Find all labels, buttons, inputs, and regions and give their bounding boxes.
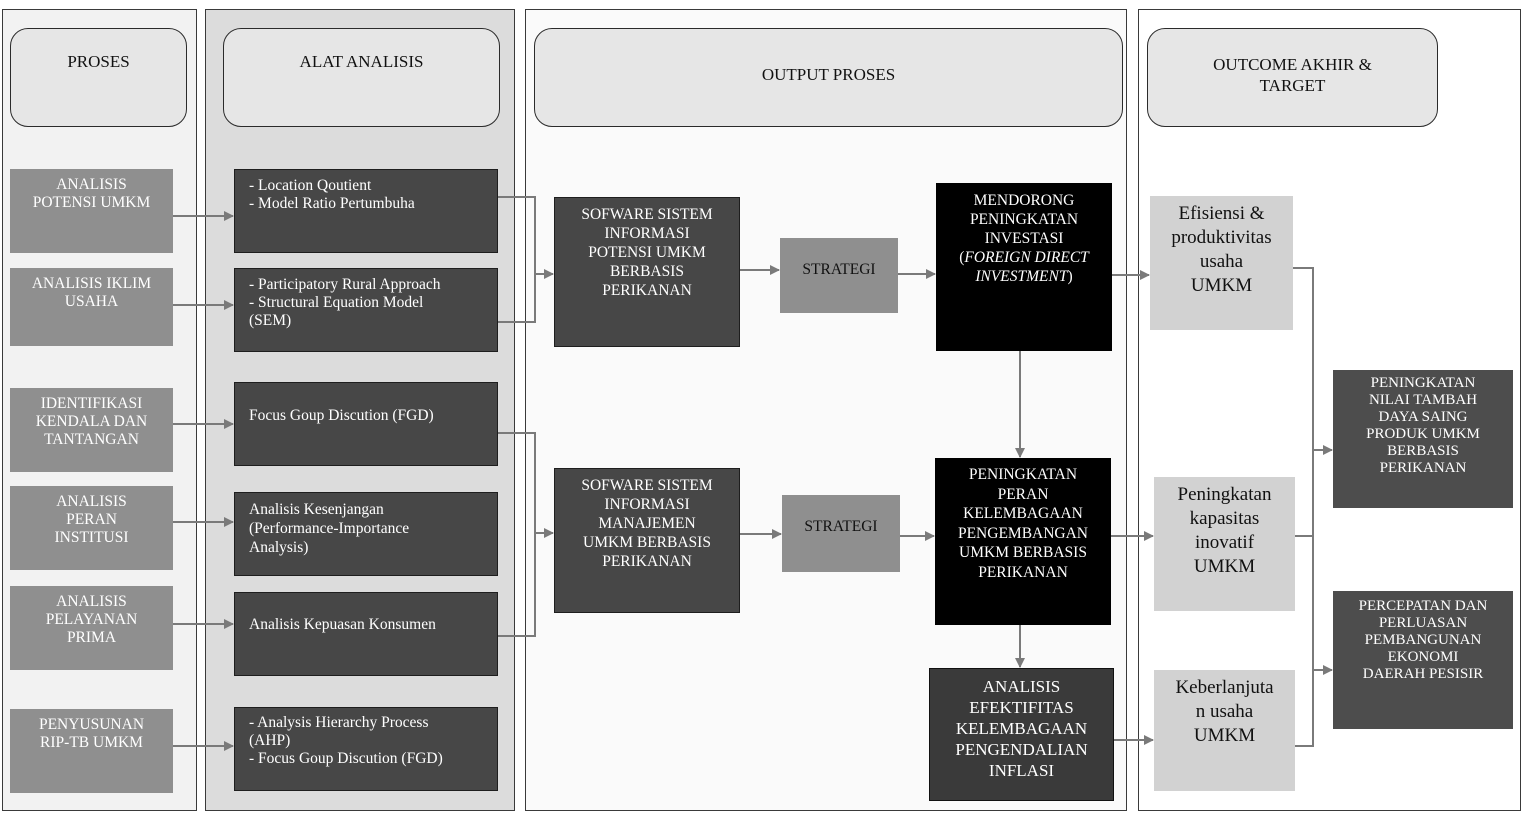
alat-box: Analisis Kepuasan Konsumen bbox=[234, 592, 498, 676]
proses-box: ANALISIS PELAYANAN PRIMA bbox=[10, 586, 173, 670]
strategi-box-2: STRATEGI bbox=[782, 495, 900, 572]
proses-box: ANALISIS IKLIM USAHA bbox=[10, 268, 173, 346]
outcome-box: Keberlanjuta n usaha UMKM bbox=[1154, 670, 1295, 791]
fdi-open-paren: ( bbox=[959, 249, 965, 266]
proses-box: ANALISIS PERAN INSTITUSI bbox=[10, 486, 173, 570]
alat-box: Analisis Kesenjangan (Performance-Import… bbox=[234, 492, 498, 576]
strategi-box-1: STRATEGI bbox=[780, 238, 898, 313]
analisis-efektifitas-box: ANALISIS EFEKTIFITAS KELEMBAGAAN PENGEND… bbox=[929, 668, 1114, 801]
alat-box: - Analysis Hierarchy Process (AHP) - Foc… bbox=[234, 707, 498, 791]
alat-box: Focus Goup Discution (FGD) bbox=[234, 382, 498, 466]
software-potensi-box: SOFWARE SISTEM INFORMASI POTENSI UMKM BE… bbox=[554, 197, 740, 347]
header-alat-analisis: ALAT ANALISIS bbox=[223, 28, 500, 127]
target-box: PERCEPATAN DAN PERLUASAN PEMBANGUNAN EKO… bbox=[1333, 591, 1513, 729]
proses-box: IDENTIFIKASI KENDALA DAN TANTANGAN bbox=[10, 388, 173, 472]
header-proses: PROSES bbox=[10, 28, 187, 127]
mendorong-fdi: (FOREIGN DIRECT INVESTMENT) bbox=[937, 248, 1111, 286]
mendorong-text: MENDORONG PENINGKATAN INVESTASI bbox=[969, 192, 1079, 247]
mendorong-investasi-box: MENDORONG PENINGKATAN INVESTASI (FOREIGN… bbox=[936, 183, 1112, 351]
peningkatan-peran-box: PENINGKATAN PERAN KELEMBAGAAN PENGEMBANG… bbox=[935, 458, 1111, 625]
outcome-box: Efisiensi & produktivitas usaha UMKM bbox=[1150, 196, 1293, 330]
outcome-box: Peningkatan kapasitas inovatif UMKM bbox=[1154, 477, 1295, 611]
alat-box: - Participatory Rural Approach - Structu… bbox=[234, 268, 498, 352]
alat-box: - Location Qoutient - Model Ratio Pertum… bbox=[234, 169, 498, 253]
fdi-close-paren: ) bbox=[1067, 268, 1073, 285]
software-manajemen-box: SOFWARE SISTEM INFORMASI MANAJEMEN UMKM … bbox=[554, 468, 740, 613]
header-output-proses: OUTPUT PROSES bbox=[534, 28, 1123, 127]
proses-box: ANALISIS POTENSI UMKM bbox=[10, 169, 173, 253]
target-box: PENINGKATAN NILAI TAMBAH DAYA SAING PROD… bbox=[1333, 370, 1513, 508]
fdi-italic: FOREIGN DIRECT INVESTMENT bbox=[964, 249, 1089, 285]
proses-box: PENYUSUNAN RIP-TB UMKM bbox=[10, 709, 173, 793]
header-outcome: OUTCOME AKHIR & TARGET bbox=[1147, 28, 1438, 127]
